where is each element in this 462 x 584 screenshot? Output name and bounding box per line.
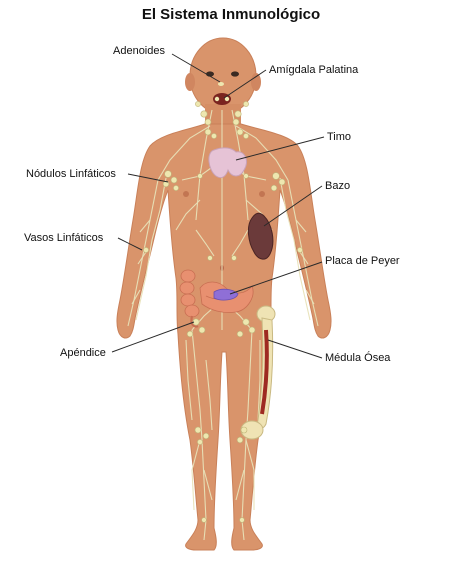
label-adenoides: Adenoides <box>113 45 165 57</box>
label-placa-de-peyer: Placa de Peyer <box>325 255 400 267</box>
right-nipple <box>259 191 265 197</box>
right-ear <box>251 73 261 91</box>
leader-medula <box>268 340 322 358</box>
label-amigdala-palatina: Amígdala Palatina <box>269 64 359 76</box>
left-ear <box>185 73 195 91</box>
label-vasos-linfaticos: Vasos Linfáticos <box>24 232 104 244</box>
tonsil-left <box>215 97 219 101</box>
right-eye <box>231 71 239 76</box>
label-nodulos-linfaticos: Nódulos Linfáticos <box>26 168 116 180</box>
body-silhouette <box>117 124 331 550</box>
left-nipple <box>183 191 189 197</box>
label-timo: Timo <box>327 131 351 143</box>
label-bazo: Bazo <box>325 180 350 192</box>
adenoid-tissue <box>218 82 224 86</box>
label-medula-osea: Médula Ósea <box>325 351 391 364</box>
label-apendice: Apéndice <box>60 347 106 359</box>
